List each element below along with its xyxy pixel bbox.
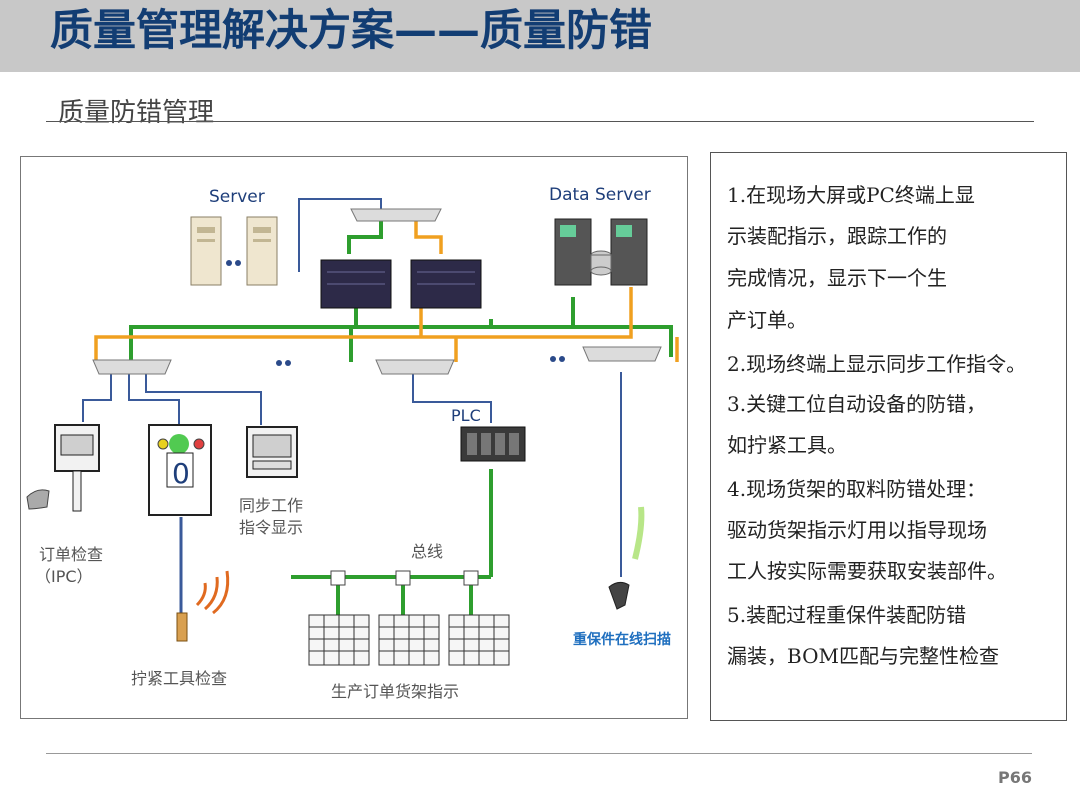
order-check-label-2: （IPC） [35, 567, 93, 586]
page-number: P66 [998, 768, 1032, 787]
point-line: 1.在现场大屏或PC终端上显 [727, 183, 975, 207]
ipc-terminal-icon [26, 424, 100, 512]
bus-label: 总线 [411, 542, 443, 561]
plc-label: PLC [451, 406, 481, 425]
point-line: 工人按实际需要获取安装部件。 [727, 559, 1007, 583]
key-points-panel: 1.在现场大屏或PC终端上显 示装配指示，跟踪工作的 完成情况，显示下一个生 产… [710, 152, 1067, 721]
point-line: 产订单。 [727, 308, 807, 332]
diagram-canvas: Server Data Server PLC 0 订单检查 （IPC） 同步工作… [26, 185, 679, 701]
plc-icon [460, 426, 526, 462]
sync-display-icon [246, 426, 298, 478]
sync-label-1: 同步工作 [239, 496, 303, 515]
point-line: 完成情况，显示下一个生 [727, 266, 947, 290]
tightening-tool-icon [176, 570, 230, 642]
blue-network-lines [82, 198, 622, 613]
scan-label: 重保件在线扫描 [573, 631, 671, 648]
server-icon [190, 216, 278, 286]
slide-subtitle: 质量防错管理 [58, 98, 215, 128]
point-line: 如拧紧工具。 [727, 433, 847, 457]
sync-label-2: 指令显示 [239, 518, 303, 537]
top-hub-icon [350, 208, 442, 222]
slide-title: 质量管理解决方案——质量防错 [50, 6, 652, 56]
data-server-label: Data Server [549, 185, 651, 205]
point-line: 2.现场终端上显示同步工作指令。 [727, 352, 1027, 376]
point-line: 5.装配过程重保件装配防错 [727, 603, 967, 627]
point-line: 4.现场货架的取料防错处理： [727, 477, 987, 501]
header-bar [0, 0, 1080, 72]
title-underline [46, 121, 1034, 122]
point-line: 3.关键工位自动设备的防错， [727, 392, 987, 416]
tighten-label: 拧紧工具检查 [131, 669, 227, 688]
scanner-icon [608, 506, 645, 610]
point-line: 驱动货架指示灯用以指导现场 [727, 518, 987, 542]
network-diagram: Server Data Server PLC 0 订单检查 （IPC） 同步工作… [20, 156, 688, 719]
indicator-panel-icon [148, 424, 212, 516]
bus-node-icon [330, 570, 479, 586]
counter-digit: 0 [172, 457, 190, 490]
server-label: Server [209, 187, 265, 207]
access-hub-icon [92, 346, 662, 375]
point-line: 漏装，BOM匹配与完整性检查 [727, 644, 999, 668]
footer-divider [46, 753, 1032, 754]
rack-label: 生产订单货架指示 [331, 682, 459, 701]
rack-icon [308, 614, 510, 666]
core-switch-icon [320, 259, 482, 309]
point-line: 示装配指示，跟踪工作的 [727, 224, 947, 248]
order-check-label-1: 订单检查 [39, 545, 103, 564]
data-server-icon [554, 218, 648, 286]
